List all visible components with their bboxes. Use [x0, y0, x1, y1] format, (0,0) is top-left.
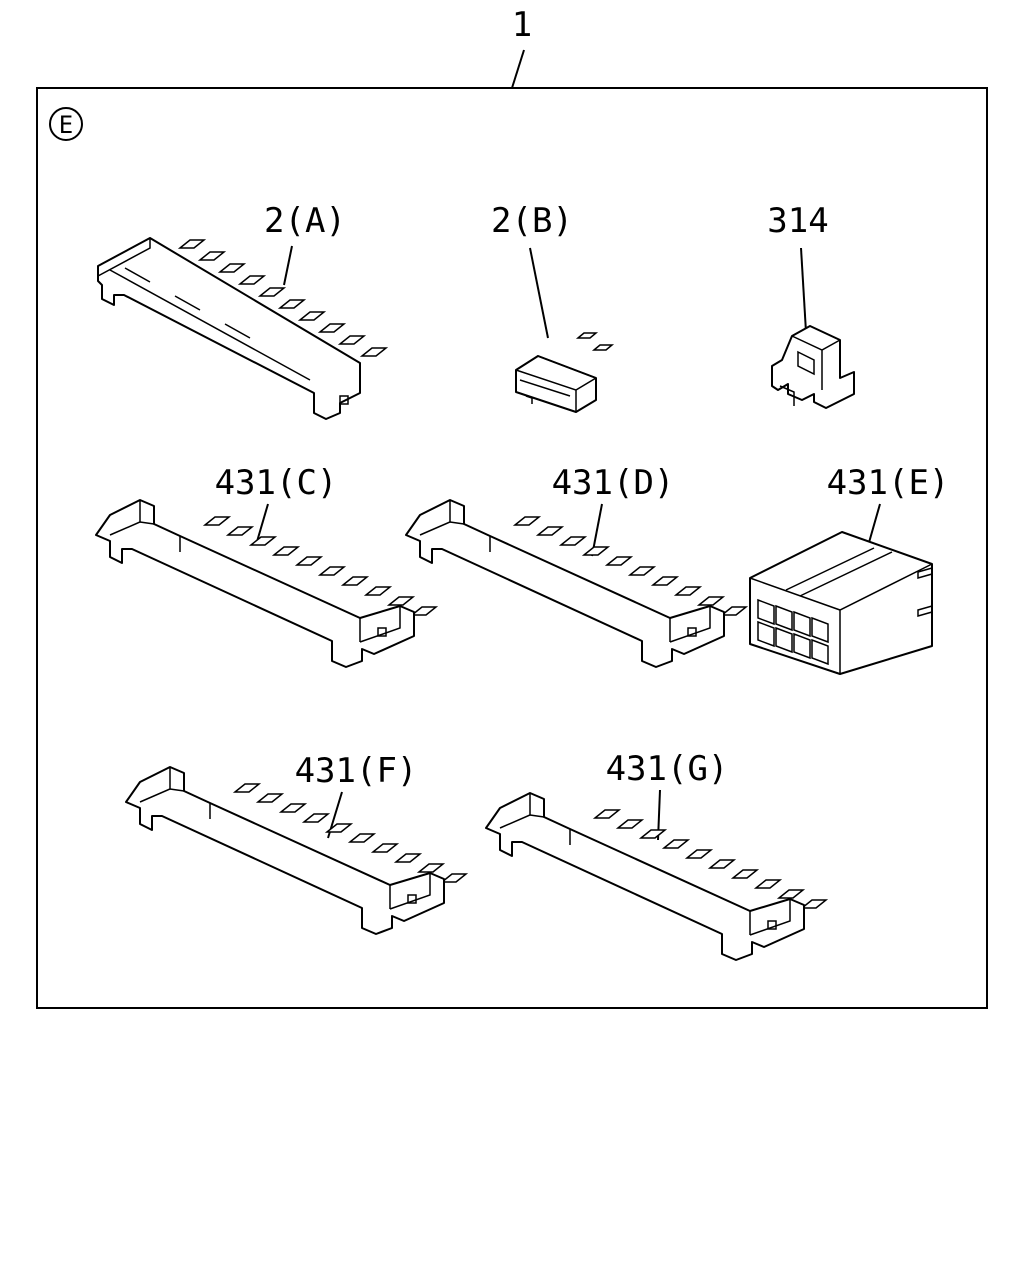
part-431g: 431(G): [485, 749, 827, 961]
label-314: 314: [767, 201, 828, 241]
section-marker-circle: [49, 107, 83, 141]
part-431f: 431(F): [125, 751, 467, 935]
label-431d: 431(D): [552, 463, 675, 503]
part-314: 314: [767, 201, 855, 409]
diagram-frame: [36, 87, 988, 1009]
main-callout-number: 1: [512, 5, 532, 45]
part-2b: 2(B): [491, 201, 615, 413]
part-2a: 2(A): [97, 201, 389, 420]
leader-314: [800, 247, 807, 333]
part-431e: 431(E): [749, 463, 950, 675]
label-431c: 431(C): [215, 463, 338, 503]
label-431e: 431(E): [827, 463, 950, 503]
leader-2a: [283, 245, 293, 286]
label-431f: 431(F): [295, 751, 418, 791]
label-431g: 431(G): [606, 749, 729, 789]
leader-431c: [255, 503, 269, 546]
leader-2b: [529, 247, 549, 339]
section-marker-letter: E: [59, 111, 73, 139]
leader-431e: [867, 503, 881, 547]
part-431c: 431(C): [95, 463, 437, 668]
label-2b: 2(B): [491, 201, 573, 241]
part-431d: 431(D): [405, 463, 747, 668]
main-leader-line: [511, 49, 525, 89]
label-2a: 2(A): [264, 201, 346, 241]
